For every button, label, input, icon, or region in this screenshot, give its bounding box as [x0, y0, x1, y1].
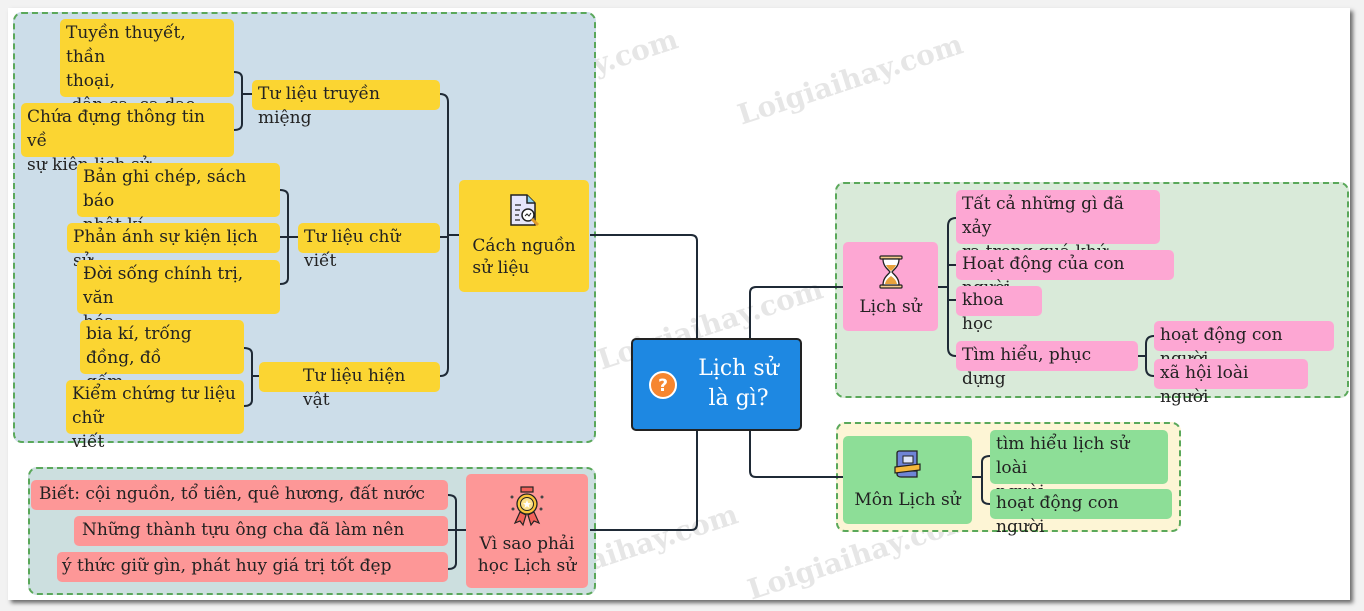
leaf-chua-dung-thong-tin[interactable]: Chứa đựng thông tin về sự kiên lịch sử [21, 103, 234, 175]
leaf-hoat-dong-con-nguoi[interactable]: hoạt động con người [1154, 321, 1334, 369]
leaf-phan-anh-su-kien[interactable]: Phản ánh sự kiện lịch sử [67, 223, 280, 271]
root-label-line2: là gì? [708, 386, 769, 411]
node-tu-lieu-chu-viet[interactable]: Tư liệu chữ viết [298, 223, 440, 271]
leaf-biet-coi-nguon[interactable]: Biết: cội nguồn, tổ tiên, quê hương, đất… [31, 480, 448, 510]
node-tim-hieu-phuc-dung[interactable]: Tìm hiểu, phục dựng [956, 341, 1138, 389]
leaf-line: bia kí, trống đồng, đồ [86, 324, 192, 368]
connector-root-why [590, 431, 698, 531]
leaf-hoat-dong-cua-con-nguoi[interactable]: Hoạt động của con người [956, 250, 1174, 298]
root-node[interactable]: ? Lịch sử là gì? [631, 338, 802, 431]
root-label: Lịch sử là gì? [677, 354, 800, 414]
leaf-kiem-chung[interactable]: Kiểm chứng tư liệu chữ viết [66, 380, 244, 452]
connector-sources-spine [439, 93, 459, 377]
leaf-y-thuc-giu-gin[interactable]: ý thức giữ gìn, phát huy giá trị tốt đẹp [57, 552, 448, 582]
leaf-line: Tìm hiểu, phục dựng [962, 345, 1092, 389]
mindmap-canvas: Loigiaihay.com Loigiaihay.com Loigiaihay… [8, 8, 1350, 606]
branch-history-label: Lịch sử [859, 296, 922, 317]
branch-subject[interactable]: Môn Lịch sử [843, 436, 972, 524]
leaf-nhung-thanh-tuu[interactable]: Những thành tựu ông cha đã làm nên [74, 516, 448, 546]
leaf-line: thoại, [66, 71, 115, 91]
leaf-line: Chứa đựng thông tin về [27, 107, 205, 151]
leaf-line: khoa học [962, 290, 1004, 334]
hourglass-icon [878, 254, 903, 289]
branch-why-label-line1: Vì sao phải [479, 534, 575, 554]
branch-sources-label-line2: sử liệu [472, 258, 530, 278]
leaf-line: Đời sống chính trị, văn [83, 264, 244, 308]
leaf-line: viết [72, 432, 105, 452]
leaf-bia-ki[interactable]: bia kí, trống đồng, đồ gốm.... [80, 320, 244, 392]
leaf-tim-hieu-lich-su[interactable]: tìm hiểu lịch sử loài người [990, 430, 1168, 502]
leaf-ban-ghi-chep[interactable]: Bản ghi chép, sách báo nhật kí [77, 163, 280, 235]
leaf-line: tìm hiểu lịch sử loài [996, 434, 1130, 478]
leaf-xa-hoi-loai-nguoi[interactable]: xã hội loài người [1154, 359, 1308, 407]
connector-tim-hieu [1138, 335, 1155, 377]
branch-sources[interactable]: Cách nguồn sử liệu [459, 180, 589, 292]
leaf-subject-hoat-dong-con-nguoi[interactable]: hoạt động con người [990, 489, 1172, 537]
branch-why[interactable]: Vì sao phải học Lịch sử [466, 474, 588, 588]
branch-sources-label: Cách nguồn sử liệu [472, 235, 575, 279]
connector-root-history [749, 286, 843, 338]
leaf-truyen-thuyet[interactable]: Tuyền thuyết, thần thoại, dân ca, ca dao… [60, 19, 234, 115]
branch-history[interactable]: Lịch sử [843, 242, 938, 331]
leaf-doi-song-chinh-tri[interactable]: Đời sống chính trị, văn hóa [77, 260, 280, 332]
branch-why-label-line2: học Lịch sử [477, 556, 577, 576]
connector-history [938, 217, 957, 357]
connector-root-subject [749, 431, 843, 478]
medal-icon [510, 486, 544, 527]
leaf-line: Tuyền thuyết, thần [66, 23, 186, 67]
leaf-tat-ca-nhung-gi[interactable]: Tất cả những gì đã xảy ra trong quá khứ [956, 190, 1160, 262]
branch-sources-label-line1: Cách nguồn [472, 236, 576, 256]
root-label-line1: Lịch sử [698, 356, 779, 381]
connector-chu-viet [279, 189, 300, 285]
document-search-icon [510, 194, 540, 227]
branch-why-label: Vì sao phải học Lịch sử [478, 533, 576, 577]
connector-lines [233, 71, 1155, 570]
leaf-khoa-hoc[interactable]: khoa học [956, 286, 1042, 334]
node-tu-lieu-hien-vat[interactable]: Tư liệu hiện vật [259, 362, 440, 410]
leaf-line: Tất cả những gì đã xảy [962, 194, 1124, 238]
branch-subject-label: Môn Lịch sử [854, 490, 961, 510]
connector-root-sources [590, 234, 698, 338]
leaf-line: Kiểm chứng tư liệu chữ [72, 384, 236, 428]
connector-hien-vat [243, 347, 260, 407]
question-icon: ? [649, 371, 677, 399]
leaf-line: hoạt động con người [996, 493, 1119, 537]
node-tu-lieu-truyen-mieng[interactable]: Tư liệu truyền miệng [252, 80, 440, 128]
connector-truyen-mieng [233, 71, 252, 131]
leaf-line: Bản ghi chép, sách báo [83, 167, 247, 211]
book-icon [893, 450, 921, 478]
connector-subject [972, 455, 991, 505]
connector-why [447, 494, 466, 570]
